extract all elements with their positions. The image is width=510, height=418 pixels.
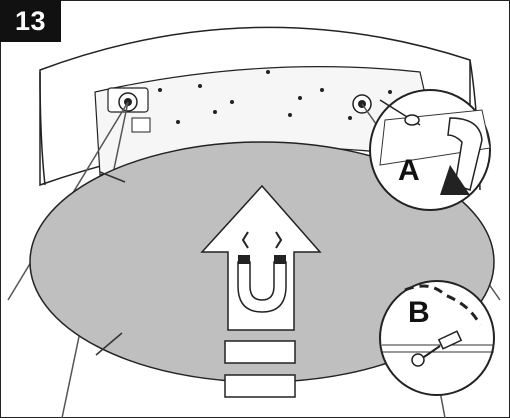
cable-connector-icon [411, 330, 463, 367]
light-housing [39, 26, 481, 191]
magnet-icon [237, 231, 287, 313]
step-number-badge: 13 [0, 0, 61, 42]
up-arrow-icon [200, 184, 322, 398]
callout-b: B [379, 280, 495, 396]
callout-a: A [369, 89, 491, 211]
callout-b-label: B [408, 296, 430, 329]
callout-a-label: A [398, 154, 420, 187]
